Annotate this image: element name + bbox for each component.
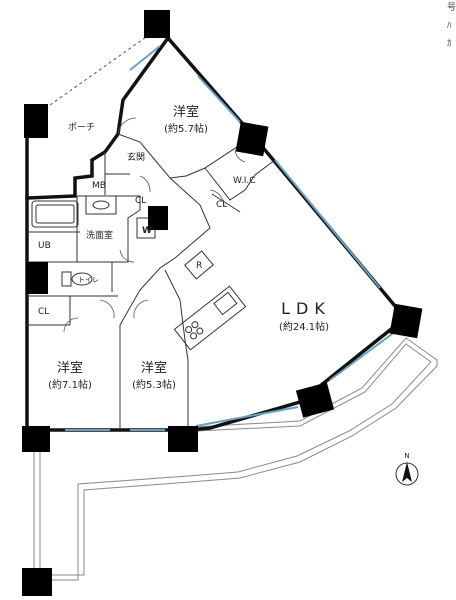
toilet-tank — [61, 271, 72, 287]
refrigerator-label: R — [196, 261, 202, 271]
column-balcony — [22, 568, 52, 596]
bathtub-inner — [35, 204, 75, 224]
corner-mark-2: ﾊ — [447, 21, 452, 31]
cl-entrance-label: CL — [135, 196, 146, 206]
bedroom-mid-name: 洋室 — [141, 360, 167, 376]
mb-label: MB — [92, 181, 106, 191]
basin-bowl — [92, 200, 110, 210]
kitchen-counter — [173, 285, 247, 351]
column-left-mid — [26, 262, 48, 294]
balcony — [33, 337, 438, 581]
ldk-area: (約24.1帖) — [279, 320, 329, 333]
door-swings — [63, 117, 246, 333]
toilet-label: トイレ — [78, 276, 99, 284]
interior-walls — [27, 133, 276, 430]
bedroom-left-name: 洋室 — [57, 360, 83, 376]
bedroom-top-area: (約5.7帖) — [164, 122, 208, 135]
column-bottom-mid — [168, 426, 198, 452]
toilet-bowl — [71, 272, 93, 286]
corner-mark-1: 号 — [447, 3, 456, 13]
porch-label: ポーチ — [68, 122, 95, 133]
porch-dashed-edge — [49, 29, 157, 106]
bedroom-left-area: (約7.1帖) — [48, 378, 92, 391]
bathtub — [31, 200, 79, 228]
column-center — [148, 206, 168, 230]
washer-label: W — [142, 226, 152, 236]
column-lower-right — [295, 382, 335, 418]
refrigerator-box — [184, 250, 214, 280]
wash-basin — [85, 195, 117, 215]
washroom-label: 洗面室 — [86, 229, 113, 241]
column-left-upper — [24, 104, 48, 138]
bedroom-mid-area: (約5.3帖) — [132, 378, 176, 391]
bedroom-top-name: 洋室 — [173, 104, 199, 120]
column-left-bottom — [22, 426, 50, 452]
column-wic — [235, 121, 269, 157]
entrance-label: 玄関 — [127, 151, 145, 163]
ldk-name: LDK — [281, 299, 331, 318]
compass-north-label: N — [404, 452, 409, 460]
cl-left-label: CL — [38, 307, 49, 317]
column-right — [389, 303, 423, 339]
columns — [22, 10, 423, 596]
wic-label: W.I.C — [233, 176, 256, 186]
column-top — [144, 10, 170, 38]
windows — [65, 45, 401, 431]
corner-mark-3: ｶ — [447, 39, 452, 49]
cl-wic-label: CL — [216, 200, 227, 210]
ub-label: UB — [38, 241, 51, 251]
compass: N — [395, 452, 419, 486]
north-arrow-icon — [402, 462, 412, 482]
